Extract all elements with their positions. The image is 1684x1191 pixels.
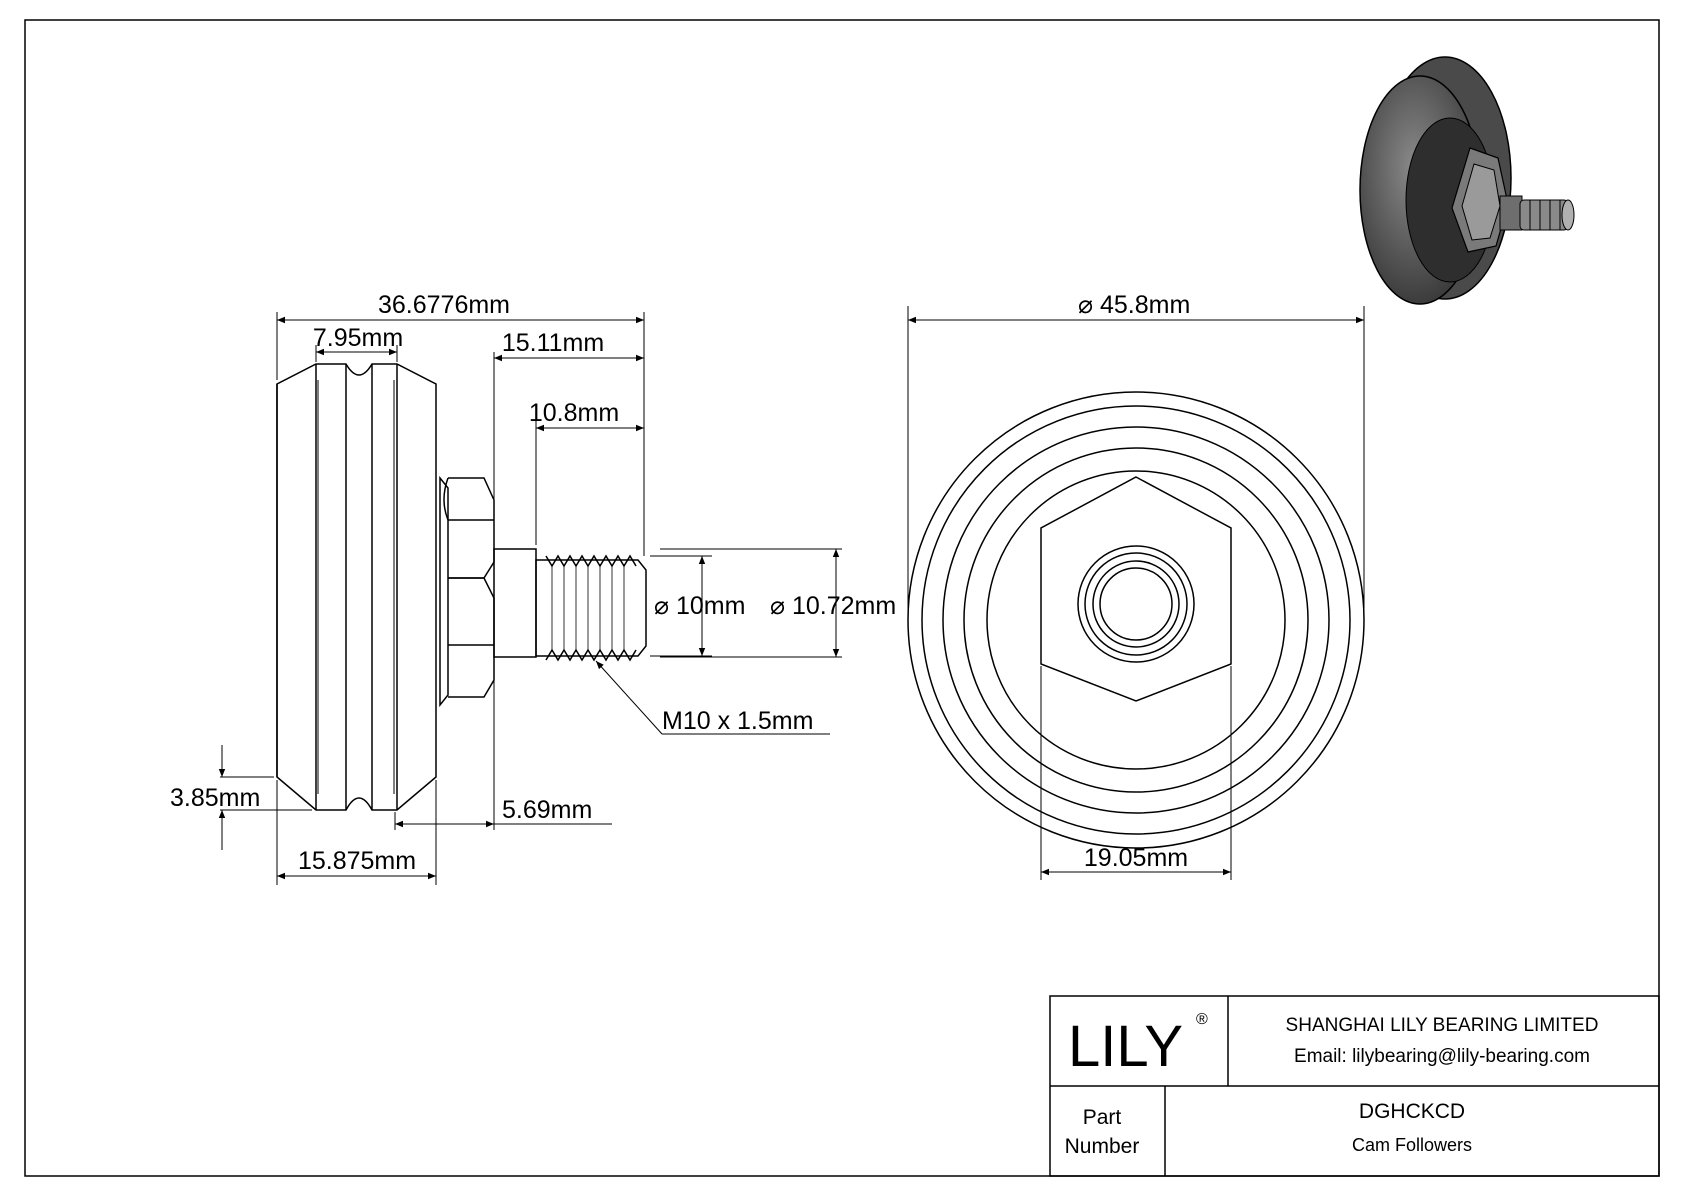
- part-category: Cam Followers: [1352, 1135, 1472, 1155]
- threaded-stud: [535, 559, 647, 657]
- dim-wheel-total-width: 15.875mm: [298, 847, 416, 875]
- shoulder: [493, 548, 537, 658]
- side-dimension-labels: 36.6776mm 7.95mm 15.11mm 10.8mm ⌀ 10mm ⌀…: [170, 291, 896, 875]
- dim-shoulder-diameter: 10.72mm: [792, 592, 896, 620]
- bore-outer: [1077, 545, 1195, 663]
- title-block-text: LILY ® SHANGHAI LILY BEARING LIMITED Ema…: [1065, 1011, 1599, 1158]
- dim-overall-length: 36.6776mm: [378, 291, 510, 319]
- side-dimensions: [218, 312, 842, 885]
- part-number: DGHCKCD: [1359, 1100, 1465, 1123]
- dim-outer-diameter: 45.8mm: [1100, 291, 1190, 319]
- part-label-line1: Part: [1083, 1106, 1122, 1129]
- company-logo: LILY: [1068, 1014, 1183, 1079]
- front-dimensions: [907, 306, 1365, 880]
- company-email: Email: lilybearing@lily-bearing.com: [1294, 1046, 1590, 1067]
- part-label-line2: Number: [1065, 1135, 1140, 1158]
- diameter-symbol-outer: ⌀: [1078, 291, 1093, 319]
- iso-render-image: [1359, 56, 1575, 305]
- front-view: [907, 391, 1365, 849]
- company-name: SHANGHAI LILY BEARING LIMITED: [1286, 1015, 1599, 1036]
- hex-nut-front: [1040, 476, 1232, 702]
- dim-groove-depth: 3.85mm: [170, 784, 260, 812]
- registered-mark: ®: [1196, 1011, 1208, 1028]
- diameter-symbol-shoulder: ⌀: [770, 592, 785, 620]
- hex-nut-side: [439, 475, 449, 708]
- outer-rim: [907, 391, 1365, 849]
- wheel-outline: [276, 363, 437, 811]
- diameter-symbol-thread: ⌀: [654, 592, 669, 620]
- dim-thread-length: 10.8mm: [529, 399, 619, 427]
- front-dimension-labels: ⌀ 45.8mm 19.05mm: [1078, 291, 1190, 872]
- side-view: [276, 363, 647, 811]
- dim-thread-spec: M10 x 1.5mm: [662, 707, 813, 735]
- dim-thread-diameter: 10mm: [676, 592, 745, 620]
- dim-hex-across-flats: 19.05mm: [1084, 844, 1188, 872]
- title-block: [1049, 995, 1660, 1177]
- dim-wheel-width: 7.95mm: [313, 324, 403, 352]
- dim-stud-length: 15.11mm: [502, 329, 604, 357]
- drawing-frame: [24, 19, 1660, 1177]
- dim-hex-offset: 5.69mm: [502, 796, 592, 824]
